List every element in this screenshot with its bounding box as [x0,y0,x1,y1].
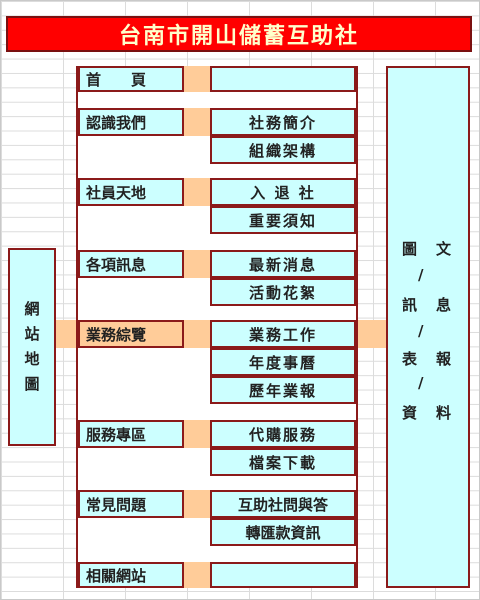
menu-service[interactable]: 服務專區 [78,420,184,448]
menu-home-fill [210,66,356,92]
menu-home[interactable]: 首 頁 [78,66,184,92]
sitemap-label[interactable]: 網 站 地 圖 [8,248,56,446]
menu-about[interactable]: 認識我們 [78,108,184,136]
resources-char: / [418,322,424,340]
submenu-service-download[interactable]: 檔案下載 [210,448,356,476]
submenu-business-work[interactable]: 業務工作 [210,320,356,348]
menu-news[interactable]: 各項訊息 [78,250,184,278]
resources-char: 圖 [402,240,418,258]
submenu-business-reports[interactable]: 歷年業報 [210,376,356,404]
resources-char: 料 [436,404,452,422]
submenu-faq-qa[interactable]: 互助社問與答 [210,490,356,518]
resources-char: / [418,266,424,284]
submenu-business-calendar[interactable]: 年度事曆 [210,348,356,376]
submenu-members-join[interactable]: 入 退 社 [210,178,356,206]
menu-business[interactable]: 業務綜覽 [78,320,184,348]
connector [184,250,210,278]
resources-char: 息 [436,296,452,314]
submenu-faq-transfer[interactable]: 轉匯款資訊 [210,518,356,546]
submenu-service-purchase[interactable]: 代購服務 [210,420,356,448]
connector-left [56,320,78,348]
page-title: 台南市開山儲蓄互助社 [6,16,472,52]
resources-char: 資 [402,404,418,422]
sitemap-char: 站 [24,325,40,343]
resources-panel[interactable]: 圖 文 / 訊 息 / 表 報 / 資 料 [386,66,470,588]
resources-char: 文 [436,240,452,258]
connector [184,178,210,206]
submenu-members-notice[interactable]: 重要須知 [210,206,356,234]
connector-right [358,320,386,348]
sitemap-char: 網 [24,300,40,318]
connector [184,108,210,136]
connector [184,490,210,518]
submenu-about-intro[interactable]: 社務簡介 [210,108,356,136]
connector [184,320,210,348]
resources-char: 表 [402,350,418,368]
submenu-about-org[interactable]: 組織架構 [210,136,356,164]
connector [184,66,210,92]
menu-links-fill [210,562,356,588]
connector [184,420,210,448]
resources-char: 訊 [402,296,418,314]
submenu-news-latest[interactable]: 最新消息 [210,250,356,278]
sitemap-char: 地 [24,350,40,368]
resources-char: / [418,374,424,392]
submenu-news-events[interactable]: 活動花絮 [210,278,356,306]
sitemap-char: 圖 [24,375,40,393]
connector [184,562,210,588]
resources-char: 報 [436,350,452,368]
menu-links[interactable]: 相關網站 [78,562,184,588]
menu-members[interactable]: 社員天地 [78,178,184,206]
menu-faq[interactable]: 常見問題 [78,490,184,518]
